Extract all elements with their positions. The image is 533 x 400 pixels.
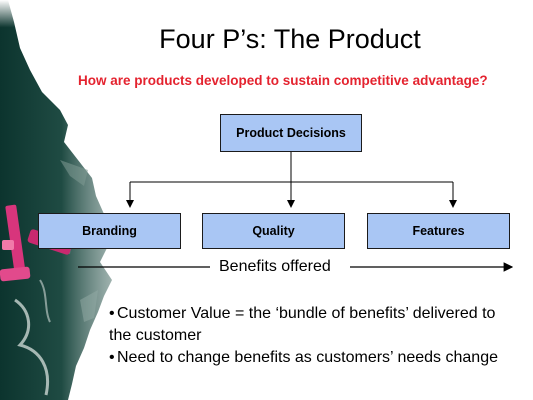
bullet-list: •Customer Value = the ‘bundle of benefit…: [109, 303, 519, 369]
features-box: Features: [367, 213, 510, 249]
bullet-item-change-benefits: •Need to change benefits as customers’ n…: [109, 347, 519, 369]
product-decisions-box: Product Decisions: [220, 114, 362, 152]
slide-title: Four P’s: The Product: [159, 24, 421, 54]
bullet-dot: •: [109, 349, 115, 366]
slide-subtitle: How are products developed to sustain co…: [78, 73, 488, 88]
bullet-item-customer-value: •Customer Value = the ‘bundle of benefit…: [109, 305, 496, 344]
branding-box: Branding: [38, 213, 181, 249]
quality-box: Quality: [202, 213, 345, 249]
bullet-dot: •: [109, 305, 115, 322]
benefits-offered-label: Benefits offered: [216, 258, 334, 276]
